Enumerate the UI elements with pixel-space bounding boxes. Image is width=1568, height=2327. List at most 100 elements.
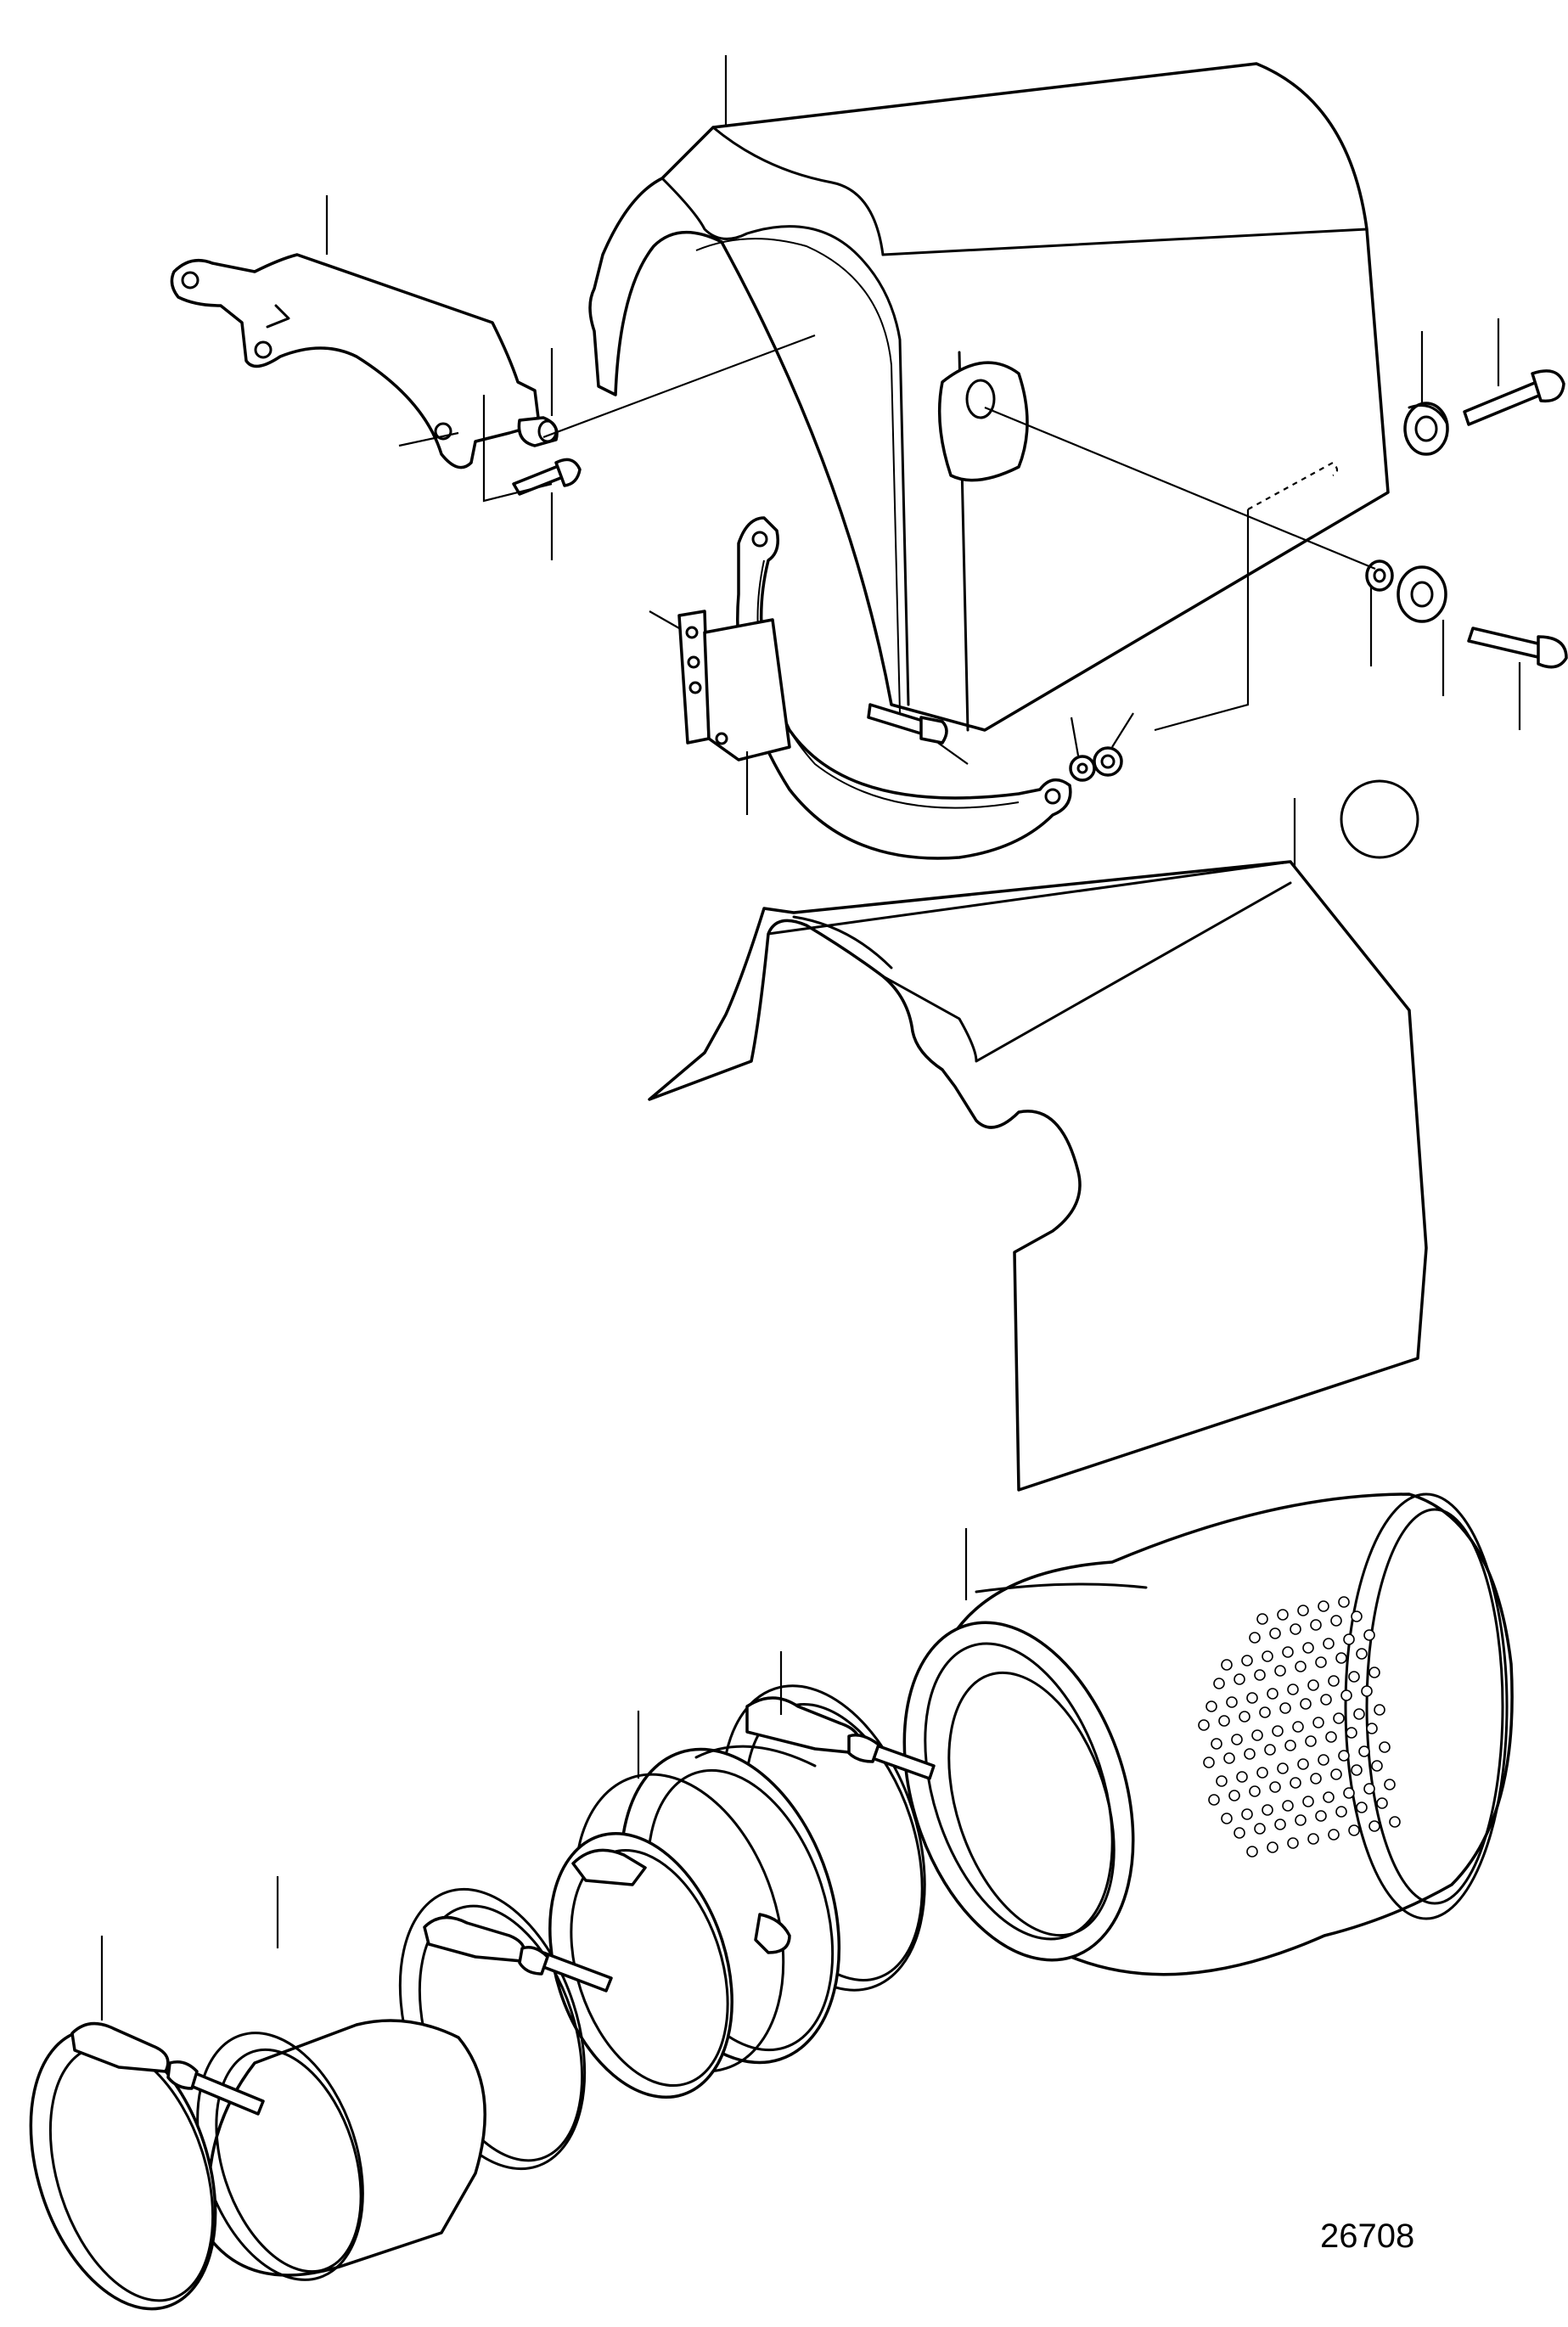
- filter-perforation: [1389, 1816, 1401, 1828]
- o-ring: [1340, 779, 1419, 859]
- filter-perforation: [1376, 1797, 1388, 1809]
- bolt-right-lower: [1467, 627, 1568, 669]
- filter-perforation: [1343, 1787, 1355, 1799]
- filter-perforation: [1310, 1773, 1322, 1785]
- filter-perforation: [1356, 1801, 1368, 1813]
- filter-perforation: [1348, 1824, 1360, 1836]
- filter-perforation: [1267, 1688, 1279, 1700]
- filter-perforation: [1262, 1650, 1273, 1662]
- filter-perforation: [1356, 1648, 1368, 1660]
- filter-perforation: [1312, 1717, 1324, 1728]
- filter-perforation: [1330, 1768, 1342, 1780]
- filter-perforation: [1318, 1600, 1329, 1612]
- filter-perforation: [1290, 1777, 1301, 1789]
- filter-perforation: [1328, 1829, 1340, 1841]
- filter-perforation: [1320, 1694, 1332, 1706]
- hose-clamp-end: [29, 2021, 265, 2311]
- lower-cover-panel: [648, 860, 1428, 1492]
- filter-perforation: [1353, 1708, 1365, 1720]
- filter-perforation: [1208, 1794, 1220, 1806]
- figure-number: 26708: [1320, 2217, 1415, 2255]
- filter-perforation: [1328, 1675, 1340, 1687]
- filter-perforation: [1241, 1808, 1253, 1820]
- filter-perforation: [1323, 1638, 1335, 1650]
- filter-perforation: [1236, 1771, 1248, 1783]
- strap-washers: [1069, 746, 1123, 782]
- filter-perforation: [1264, 1744, 1276, 1756]
- filter-perforation: [1218, 1715, 1230, 1727]
- filter-perforation: [1239, 1711, 1250, 1723]
- hose-clamp-lower: [398, 1887, 613, 2171]
- filter-perforation: [1203, 1756, 1215, 1768]
- filter-perforation: [1346, 1727, 1357, 1739]
- hose-clamp-upper: [721, 1684, 936, 1992]
- filter-perforation: [1287, 1683, 1299, 1695]
- filter-perforation: [1277, 1609, 1289, 1621]
- filter-perforation: [1297, 1758, 1309, 1770]
- filter-perforation: [1290, 1623, 1301, 1635]
- filter-perforation: [1366, 1723, 1378, 1734]
- filter-perforation: [1206, 1700, 1217, 1712]
- filter-perforation: [1358, 1745, 1370, 1757]
- filter-perforation: [1371, 1760, 1383, 1772]
- filter-perforation: [1244, 1748, 1256, 1760]
- filter-perforation: [1315, 1656, 1327, 1668]
- filter-perforation: [1338, 1596, 1350, 1608]
- filter-perforation: [1384, 1779, 1396, 1790]
- filter-perforation: [1213, 1678, 1225, 1689]
- support-bracket: [170, 253, 541, 469]
- filter-perforation: [1330, 1615, 1342, 1627]
- filter-perforation: [1295, 1814, 1307, 1826]
- filter-perforation: [1307, 1679, 1319, 1691]
- filter-perforation: [1333, 1712, 1345, 1724]
- filter-perforation: [1300, 1698, 1312, 1710]
- filter-perforation: [1335, 1652, 1347, 1664]
- hose-clamp-middle: [548, 1831, 791, 2099]
- filter-perforation: [1379, 1741, 1391, 1753]
- filter-perforation: [1325, 1731, 1337, 1743]
- air-filter: [902, 1492, 1514, 1976]
- filter-perforation: [1363, 1783, 1375, 1795]
- filter-perforation: [1351, 1764, 1363, 1776]
- filter-perforation: [1254, 1823, 1266, 1835]
- washer-right: [1365, 559, 1394, 592]
- filter-perforation: [1351, 1610, 1363, 1622]
- filter-perforation: [1226, 1696, 1238, 1708]
- filter-perforation: [1363, 1629, 1375, 1641]
- filter-perforation: [1338, 1750, 1350, 1762]
- filter-perforation: [1228, 1790, 1240, 1801]
- filter-perforation: [1287, 1837, 1299, 1849]
- filter-perforation: [1221, 1659, 1233, 1671]
- filter-perforation: [1315, 1810, 1327, 1822]
- filter-perforation: [1274, 1818, 1286, 1830]
- filter-perforation: [1251, 1729, 1263, 1741]
- filter-perforation: [1211, 1738, 1222, 1750]
- filter-perforation: [1295, 1661, 1307, 1672]
- filter-perforation: [1292, 1721, 1304, 1733]
- rubber-mount-lower: [1397, 565, 1447, 623]
- filter-perforation: [1256, 1613, 1268, 1625]
- filter-perforation: [1249, 1785, 1261, 1797]
- filter-perforation: [1231, 1734, 1243, 1745]
- filter-perforation: [1279, 1702, 1291, 1714]
- filter-perforation: [1361, 1685, 1373, 1697]
- filter-perforation: [1246, 1692, 1258, 1704]
- filter-perforation: [1241, 1655, 1253, 1667]
- filter-perforation: [1249, 1632, 1261, 1644]
- filter-perforation: [1272, 1725, 1284, 1737]
- filter-perforation: [1277, 1762, 1289, 1774]
- filter-perforation: [1267, 1841, 1279, 1853]
- filter-perforation: [1302, 1642, 1314, 1654]
- filter-perforation: [1221, 1813, 1233, 1824]
- filter-perforation: [1269, 1627, 1281, 1639]
- filter-perforation: [1259, 1706, 1271, 1718]
- filter-perforation: [1223, 1752, 1235, 1764]
- bolt-right-upper: [1463, 369, 1565, 426]
- filter-perforation: [1198, 1719, 1210, 1731]
- filter-perforation: [1234, 1673, 1245, 1685]
- filter-perforation: [1323, 1791, 1335, 1803]
- callout-leader-lines: [100, 55, 1521, 2021]
- rubber-mount-upper: [1403, 402, 1449, 456]
- filter-perforation: [1282, 1800, 1294, 1812]
